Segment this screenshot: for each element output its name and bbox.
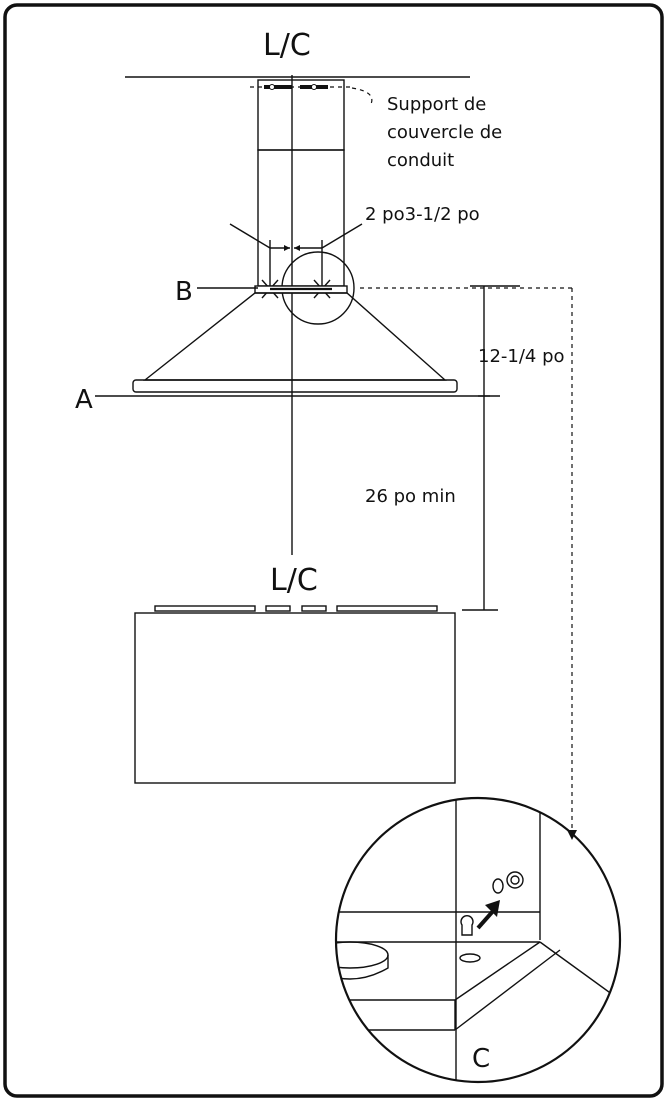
center-line-label-bottom: L/C	[270, 563, 318, 598]
range-body	[134, 612, 456, 784]
point-c-label: C	[472, 1044, 490, 1074]
offset-leader-left	[229, 223, 271, 249]
duct-cover-support-bracket	[250, 84, 352, 90]
offsets-label: 2 po3-1/2 po	[365, 204, 480, 225]
support-label-line-2: couvercle de	[387, 122, 502, 143]
point-b-label: B	[175, 277, 193, 307]
height-dimension-line	[462, 285, 520, 611]
cooktop-burners	[154, 605, 438, 612]
page-border	[3, 3, 664, 1098]
detail-c-contents	[336, 798, 620, 1082]
hood-height-label: 12-1/4 po	[478, 346, 565, 367]
detail-c-pointer	[360, 287, 577, 840]
duct-cover-lower	[257, 149, 345, 287]
offset-leader-right	[321, 223, 363, 249]
support-leader	[351, 87, 373, 107]
detail-circle-c	[334, 796, 622, 1084]
offset-dimension-marks	[269, 240, 323, 290]
duct-cover-upper	[257, 79, 345, 151]
center-line-label-top: L/C	[263, 28, 311, 63]
clearance-label: 26 po min	[365, 486, 456, 507]
support-label-line-1: Support de	[387, 94, 486, 115]
support-label-line-3: conduit	[387, 150, 454, 171]
point-a-label: A	[75, 385, 93, 415]
hood-bottom-rim	[132, 379, 458, 393]
